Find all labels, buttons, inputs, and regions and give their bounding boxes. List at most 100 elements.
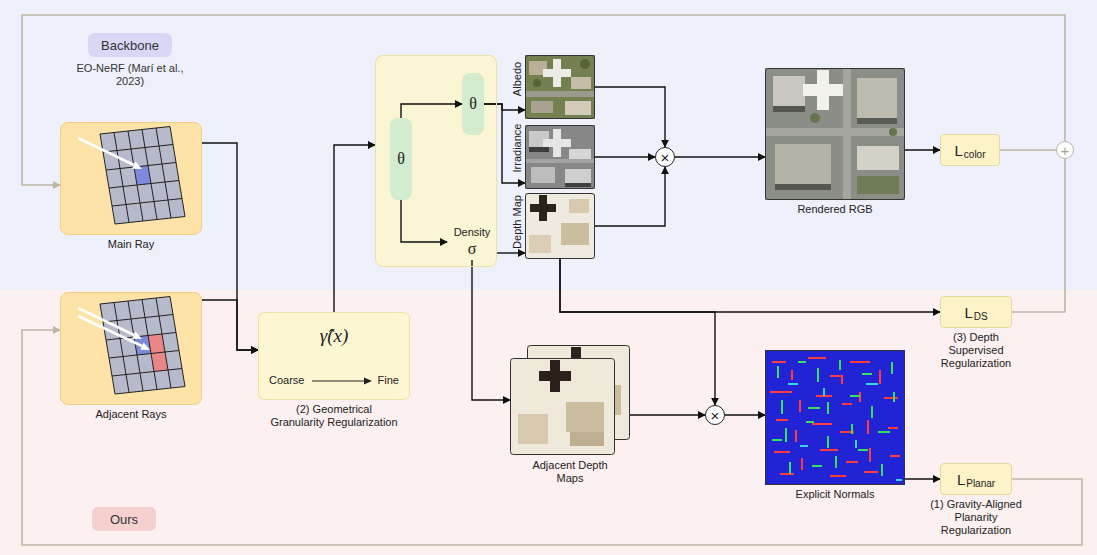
ray-grid (100, 127, 185, 225)
ray-arrow-part (78, 316, 142, 346)
scale-end: Fine (378, 374, 399, 387)
ray-panel: Main Ray (60, 122, 202, 235)
irradiance-image-part (565, 169, 591, 183)
depth-image-part (539, 360, 571, 392)
connector (725, 414, 765, 415)
albedo-image-part (580, 59, 590, 69)
rendered-image-part (857, 146, 899, 170)
albedo-image-part (533, 79, 541, 87)
text-row: × (656, 148, 674, 166)
section-tag-text: Backbone (101, 38, 159, 53)
caption: (1) Gravity-Aligned Planarity Regulariza… (920, 498, 1032, 537)
ray-arrow (78, 138, 142, 169)
connector (484, 104, 525, 183)
caption: Explicit Normals (775, 488, 895, 501)
ray-grid (100, 297, 185, 395)
image-tile: Depth Map (525, 193, 595, 259)
loss-symbol: L (964, 304, 972, 321)
axis-label: Depth Map (511, 195, 524, 249)
feedback-connector (1000, 149, 1056, 151)
albedo-image-part (525, 55, 595, 119)
loss-subscript: DS (974, 311, 988, 323)
ray-panel: Adjacent Rays (60, 292, 202, 405)
feedback-connector (22, 330, 1082, 545)
mlp-box: θ θDensityσ (375, 55, 497, 267)
connector (595, 167, 665, 226)
irradiance-image (525, 125, 595, 189)
depth-image-part (570, 432, 604, 446)
depth-image-part (525, 193, 595, 259)
caption: Main Ray (76, 238, 186, 251)
caption: Adjacent Depth Maps (530, 459, 610, 485)
sum-op: + (1056, 141, 1074, 159)
rendered-image-part (889, 128, 897, 136)
text-row (510, 345, 630, 455)
ray-grid-part (100, 127, 185, 225)
connector (401, 200, 447, 242)
rendered-image-part (803, 70, 843, 110)
loss-box: Lcolor (940, 134, 1000, 166)
connector (484, 104, 525, 110)
connector (560, 259, 940, 312)
connector (472, 260, 510, 400)
formula: γ̂(x) (259, 325, 409, 347)
loss-subscript: color (964, 149, 986, 161)
normals-image-part (765, 350, 905, 485)
text-row (61, 293, 201, 404)
output-name: Density (454, 226, 491, 239)
density-output: Densityσ (447, 224, 497, 260)
section-tag: Ours (92, 507, 156, 531)
loss-box: LPlanar(1) Gravity-Aligned Planarity Reg… (940, 463, 1012, 495)
ray-grid-part (100, 297, 185, 395)
depth-image-part (561, 223, 589, 245)
connector (595, 87, 665, 147)
irradiance-image-part (525, 159, 595, 163)
image-tile: Albedo (525, 55, 595, 119)
backbone-band (0, 0, 1097, 290)
normals-image (765, 350, 905, 485)
image-tile: Explicit Normals (765, 350, 905, 485)
loss-symbol: L (954, 142, 962, 159)
image-tile: Irradiance (525, 125, 595, 189)
ray-panel-fill (61, 293, 202, 405)
granularity-fill (259, 313, 410, 400)
normals-image-part-part (770, 358, 900, 476)
loss-box: LDS(3) Depth Supervised Regularization (940, 296, 1012, 328)
irradiance-image-part (569, 149, 591, 159)
normals-image-part-part (772, 360, 894, 476)
connector (905, 149, 940, 150)
param-symbol: θ (469, 95, 477, 113)
rendered-image-part (773, 106, 805, 112)
text-row: Backbone (88, 33, 172, 57)
rendered-image-part (775, 184, 831, 190)
feedback-connector (1012, 159, 1065, 312)
text-row: × (706, 406, 724, 424)
normals-image-part (770, 358, 902, 480)
text-row: θ (462, 73, 484, 135)
param-symbol: θ (397, 150, 405, 168)
rendered-image-part (765, 128, 905, 136)
axis-label: Irradiance (511, 124, 524, 173)
connector (905, 478, 940, 479)
irradiance-image-part (543, 129, 571, 157)
ray-arrow-part (132, 162, 142, 170)
connector (497, 252, 525, 253)
rendered-image-part (857, 118, 897, 124)
ray-grid-part (100, 127, 185, 225)
depth-image-part (566, 402, 604, 432)
connector (202, 300, 258, 350)
text-row (766, 69, 904, 199)
mlp-fill (376, 56, 497, 267)
caption: Rendered RGB (775, 203, 895, 216)
text-row: θ (390, 118, 412, 200)
caption: (2) Geometrical Granularity Regularizati… (269, 403, 400, 429)
connector (202, 143, 258, 350)
irradiance-image-part (525, 125, 595, 189)
irradiance-image-part (565, 183, 591, 187)
text-row: Ours (92, 507, 156, 531)
ray-arrow-part (78, 308, 134, 335)
text-row: Lcolor (941, 135, 999, 165)
connector (595, 156, 655, 157)
